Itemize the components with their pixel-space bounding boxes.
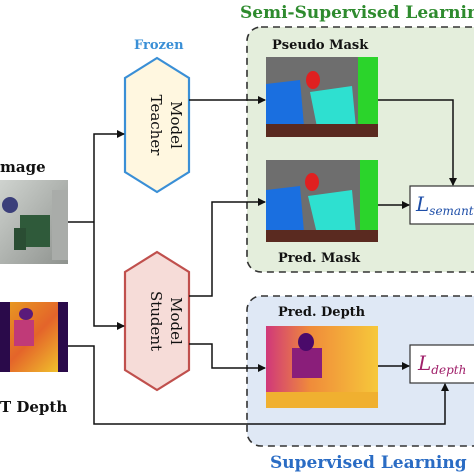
student-to-pred-depth-arrow xyxy=(189,343,266,372)
depth-loss-label: Ldepth xyxy=(417,351,466,377)
pred-depth-thumbnail xyxy=(266,326,378,408)
frozen-label: Frozen xyxy=(134,38,184,53)
pseudo-mask-thumbnail xyxy=(266,57,378,137)
semantic-loss-label: Lsemanti xyxy=(415,192,474,218)
pred-mask-label: Pred. Mask xyxy=(278,251,361,266)
semantic-loss-symbol: L xyxy=(415,192,429,216)
input-image-thumbnail xyxy=(0,180,68,264)
teacher-label: Teacher xyxy=(147,95,165,157)
gt-depth-thumbnail xyxy=(0,302,68,372)
supervised-title: Supervised Learning xyxy=(270,453,467,473)
fork-to-teacher-arrow xyxy=(93,130,125,222)
fork-to-student-arrow xyxy=(93,222,125,330)
semantic-loss-subscript: semanti xyxy=(429,204,474,218)
input-image-label: mage xyxy=(0,158,46,176)
gt-depth-to-loss-arrow xyxy=(68,345,449,425)
teacher-model-block xyxy=(123,56,191,194)
pseudo-mask-to-loss-arrow xyxy=(378,99,457,186)
gt-depth-label: T Depth xyxy=(0,398,67,416)
student-label: Student xyxy=(147,291,165,351)
depth-loss-subscript: depth xyxy=(431,363,466,377)
pred-mask-thumbnail xyxy=(266,160,378,242)
connector-lines xyxy=(68,96,457,425)
depth-loss-box xyxy=(409,344,474,384)
pred-depth-label: Pred. Depth xyxy=(278,305,366,320)
pseudo-mask-label: Pseudo Mask xyxy=(272,38,369,53)
semi-supervised-title: Semi-Supervised Learning xyxy=(240,3,474,23)
student-model-label: Model xyxy=(167,297,185,345)
teacher-model-label: Model xyxy=(167,101,185,149)
semantic-loss-box xyxy=(409,185,474,225)
student-model-block xyxy=(123,250,191,392)
depth-loss-symbol: L xyxy=(417,351,431,375)
student-to-pred-mask-arrow xyxy=(189,198,266,297)
